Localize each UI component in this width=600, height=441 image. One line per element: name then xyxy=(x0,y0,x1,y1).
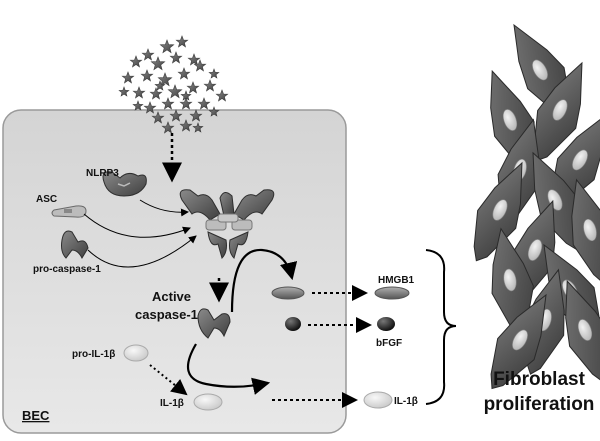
pro-il1b-shape xyxy=(123,344,149,362)
stimulus-star xyxy=(132,100,144,111)
stimulus-stars xyxy=(118,35,229,134)
active-caspase-label-2: caspase-1 xyxy=(135,307,198,322)
outcome-line-1: Fibroblast xyxy=(493,369,586,390)
stimulus-star xyxy=(197,97,211,110)
il1b-inside-shape xyxy=(193,393,223,411)
stimulus-star xyxy=(192,122,204,133)
stimulus-star xyxy=(215,89,229,102)
grouping-brace xyxy=(425,249,457,405)
stimulus-star xyxy=(186,81,200,94)
fibroblast-cell xyxy=(571,178,600,285)
stimulus-star xyxy=(151,111,165,124)
stimulus-star xyxy=(167,84,183,99)
stimulus-star xyxy=(143,101,157,114)
pro-il1b-label: pro-IL-1β xyxy=(72,349,115,360)
pro-caspase-arrow xyxy=(87,235,197,268)
stimulus-star xyxy=(121,71,135,84)
stimulus-star xyxy=(157,72,173,87)
il1b-inside-label: IL-1β xyxy=(160,398,184,409)
stimulus-star xyxy=(150,56,166,71)
stimulus-star xyxy=(141,48,155,61)
stimulus-star xyxy=(161,121,175,134)
active-caspase-protein xyxy=(197,308,231,339)
hmgb1-inside xyxy=(271,286,305,300)
outcome-line-2: proliferation xyxy=(484,394,595,415)
asc-arrow xyxy=(83,213,191,238)
nlrp3-arrow xyxy=(139,199,189,217)
bfgf-label: bFGF xyxy=(376,338,402,349)
stimulus-star xyxy=(169,109,183,122)
fibroblast-cell xyxy=(473,161,523,262)
fibroblast-nucleus xyxy=(503,268,517,292)
pro-caspase-protein xyxy=(61,230,89,260)
release-arrow xyxy=(230,248,298,313)
fibroblast-nucleus xyxy=(527,239,543,261)
fibroblast-nucleus xyxy=(583,218,597,242)
stimulus-star xyxy=(208,106,220,117)
inflammasome-complex xyxy=(179,189,275,259)
asc-protein xyxy=(51,205,87,218)
stimulus-star xyxy=(132,86,146,99)
fibroblast-nucleus xyxy=(512,329,528,351)
stimulus-star xyxy=(193,59,207,72)
pro-caspase-label: pro-caspase-1 xyxy=(33,264,101,275)
hmgb1-label: HMGB1 xyxy=(378,275,415,286)
stimulus-star xyxy=(179,97,193,110)
bfgf-secreted xyxy=(377,317,395,331)
il1b-label: IL-1β xyxy=(394,396,418,407)
nlrp3-protein xyxy=(102,171,147,197)
stimulus-star xyxy=(140,69,154,82)
fibroblast-cluster xyxy=(473,23,600,390)
cell-label: BEC xyxy=(22,408,50,423)
stimulus-star xyxy=(203,79,217,92)
fibroblast-nucleus xyxy=(502,109,518,131)
fibroblast-nucleus xyxy=(577,319,593,341)
fibroblast-nucleus xyxy=(552,99,568,121)
cleavage-arrow xyxy=(186,343,271,395)
il1b-secreted xyxy=(363,391,393,409)
stimulus-star xyxy=(179,119,193,132)
stimulus-star xyxy=(189,109,203,122)
stimulus-star xyxy=(169,51,183,64)
hmgb1-secreted xyxy=(374,286,410,300)
stimulus-star xyxy=(159,39,175,54)
fibroblast-nucleus xyxy=(572,149,588,171)
stimulus-star xyxy=(129,55,143,68)
stimulus-star xyxy=(154,80,166,91)
fibroblast-nucleus xyxy=(532,59,548,81)
stimulus-star xyxy=(208,68,220,79)
stimulus-star xyxy=(180,90,192,101)
stimulus-star xyxy=(175,35,189,48)
fibroblast-nucleus xyxy=(492,199,508,221)
stimulus-star xyxy=(149,87,163,100)
bec-cell xyxy=(2,109,347,434)
asc-label: ASC xyxy=(36,194,57,205)
stimulus-star xyxy=(177,67,191,80)
stimulus-star xyxy=(187,53,201,66)
active-caspase-label-1: Active xyxy=(152,289,191,304)
fibroblast-cell xyxy=(490,293,547,390)
stimulus-star xyxy=(118,86,130,97)
bfgf-inside xyxy=(285,317,301,331)
nlrp3-label: NLRP3 xyxy=(86,168,119,179)
stimulus-star xyxy=(161,97,175,110)
